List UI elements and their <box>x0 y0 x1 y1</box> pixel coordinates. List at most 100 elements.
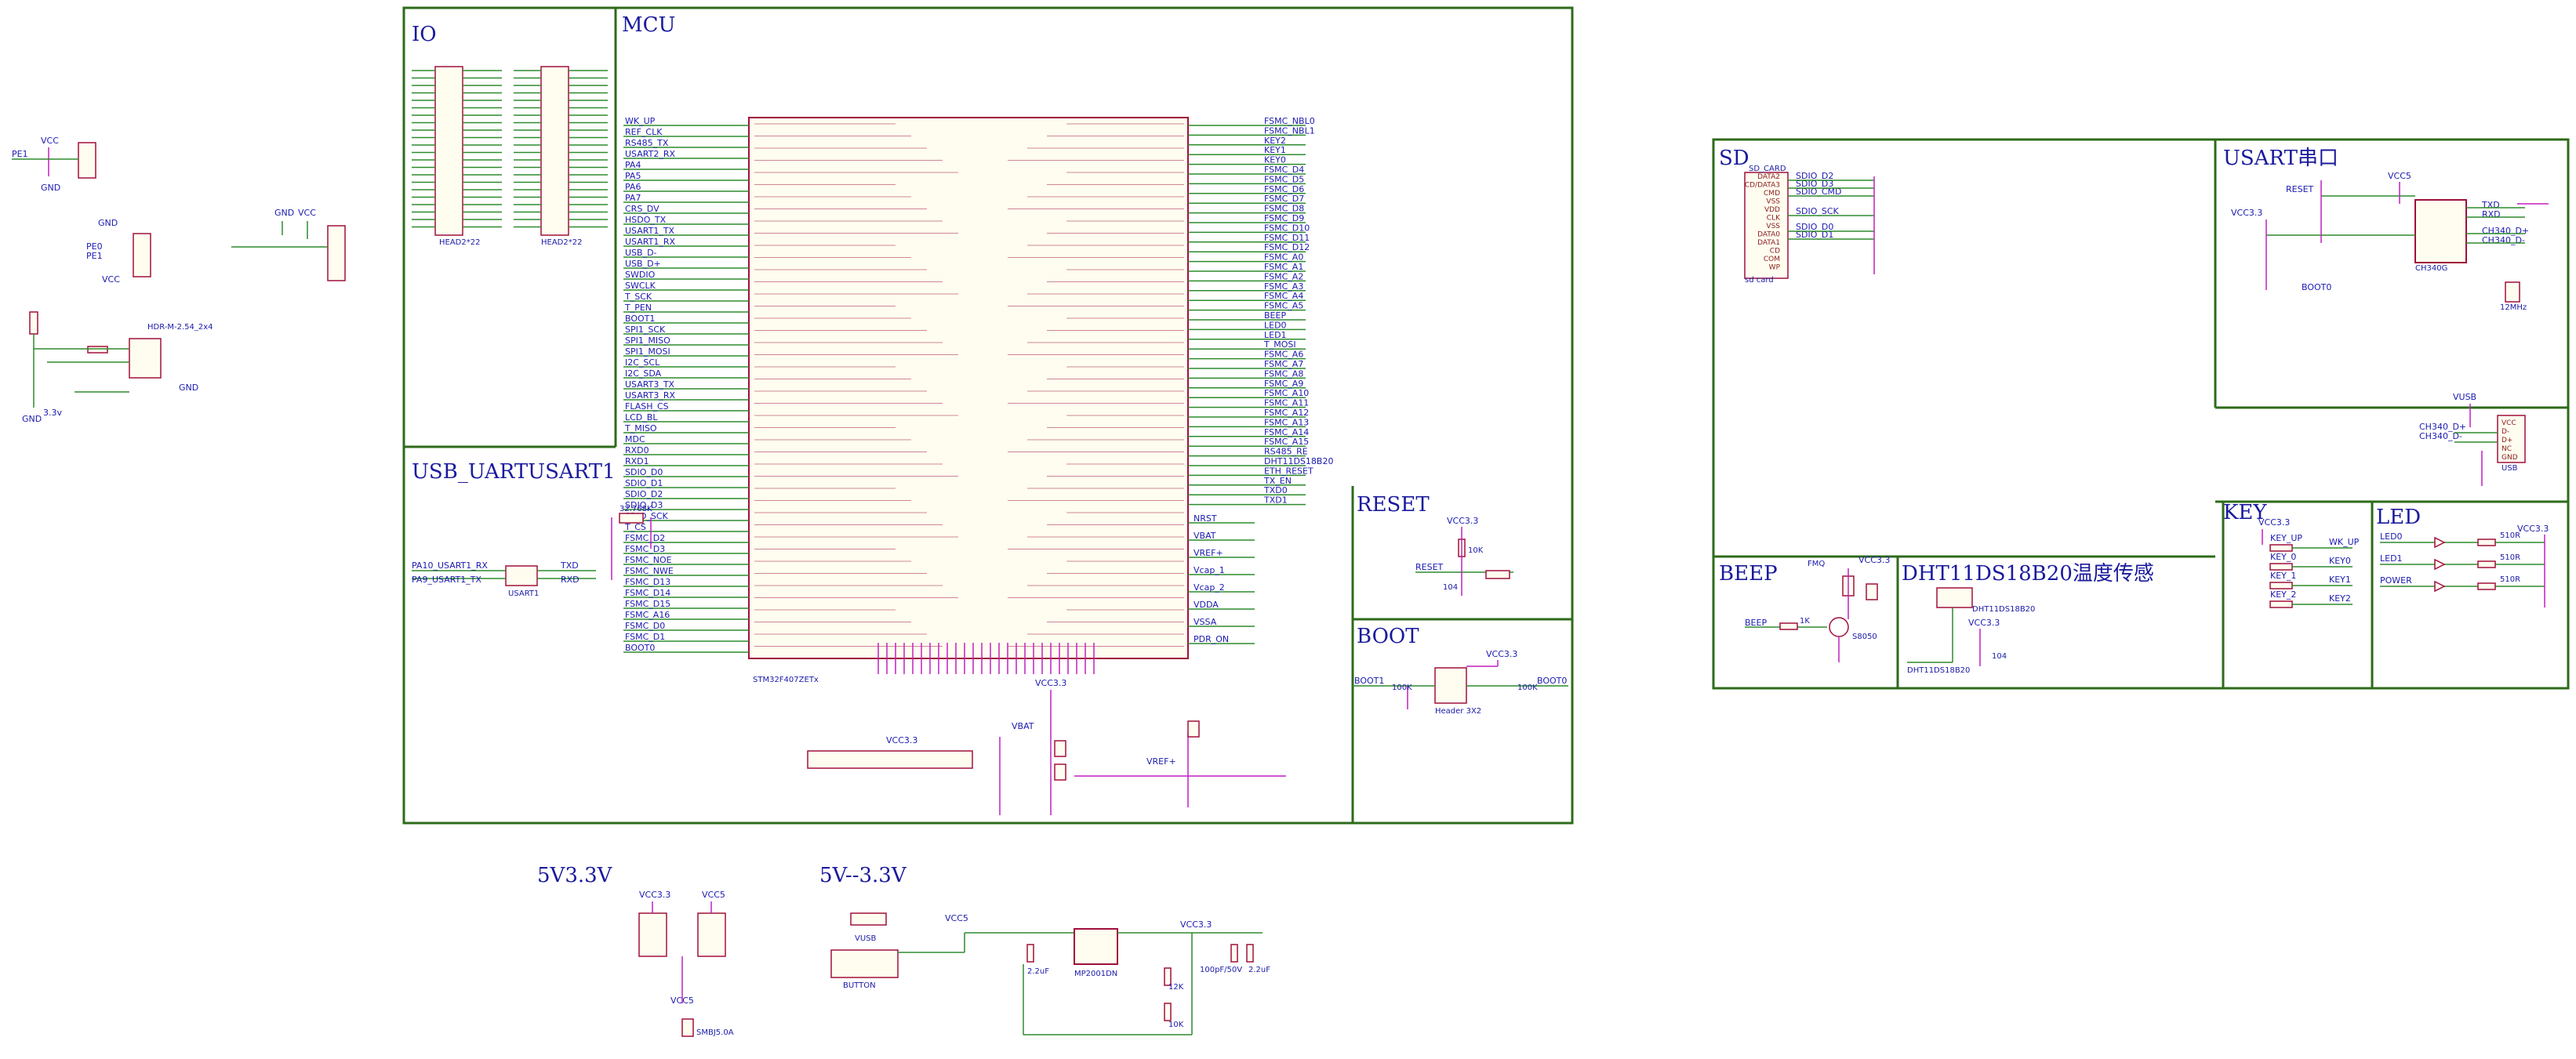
usart-reset-label: RESET <box>2286 184 2314 194</box>
sd-pin-label: CLK <box>1767 215 1781 223</box>
mcu-right-net: FSMC_D11 <box>1264 233 1310 243</box>
pe1-label-2: PE1 <box>86 251 103 261</box>
mcu-right-net: FSMC_A8 <box>1264 368 1303 379</box>
reset-vcc-label: VCC3.3 <box>1447 516 1478 526</box>
boot-part-label: Header 3X2 <box>1435 707 1481 716</box>
dht11-sensor <box>1936 587 1973 608</box>
mcu-left-net: HSDO_TX <box>625 215 667 225</box>
decouple-vcc-label: VCC3.3 <box>886 735 917 745</box>
mcu-left-net: PA5 <box>625 171 641 181</box>
usart1-connector <box>505 565 538 586</box>
mcu-left-net: FSMC_D0 <box>625 621 665 631</box>
ch340-part-label: CH340G <box>2415 264 2447 273</box>
key-switch <box>2269 582 2293 589</box>
mcu-right-net: FSMC_D5 <box>1264 174 1304 184</box>
mcu-right-net: KEY2 <box>1264 136 1286 146</box>
sd-pin-label: VDD <box>1764 206 1780 214</box>
key-switch-label: KEY_1 <box>2270 571 2296 581</box>
jumper-p2 <box>133 233 151 277</box>
mcu-left-net: BOOT0 <box>625 643 655 653</box>
regulator-chip <box>1074 928 1118 965</box>
mcu-left-net: USB_D+ <box>625 259 661 269</box>
mcu-right-net: TXD0 <box>1263 485 1288 495</box>
vcc-label: VCC <box>41 136 59 146</box>
mcu-left-net: SDIO_D2 <box>625 489 663 499</box>
cap-out-1-value: 100pF/50V <box>1200 966 1242 974</box>
mcu-right-net: FSMC_A0 <box>1264 252 1303 263</box>
regulator-label: MP2001DN <box>1074 970 1117 978</box>
mcu-left-net: T_PEN <box>624 303 652 313</box>
beep-vcc-label: VCC3.3 <box>1858 555 1890 565</box>
mcu-right-net: DHT11DS18B20 <box>1264 456 1333 466</box>
mcu-right-net: KEY1 <box>1264 145 1286 155</box>
mcu-power-net: VDDA <box>1194 600 1219 610</box>
mcu-power-net: VREF+ <box>1194 548 1223 558</box>
mcu-right-net: RS485_RE <box>1264 447 1308 457</box>
crystal-label: 32.768K <box>619 505 652 513</box>
mcu-right-net: TXD1 <box>1263 495 1288 506</box>
power-5v-33-block: VUSB BUTTON VCC5 MP2001DN VCC3.3 2.2uF 1… <box>830 912 1270 1035</box>
mcu-part-label: STM32F407ZETx <box>753 676 819 684</box>
mcu-left-net: USART3_RX <box>625 390 675 401</box>
mcu-left-net: FSMC_A16 <box>625 610 670 620</box>
mcu-right-net: FSMC_D7 <box>1264 194 1304 204</box>
mcu-chip <box>748 117 1189 659</box>
led-resistor <box>2477 539 2496 546</box>
header-2x4 <box>129 338 162 379</box>
vusb-label-2: VUSB <box>855 934 877 943</box>
mcu-right-net: FSMC_A2 <box>1264 271 1303 281</box>
mcu-right-net: FSMC_D4 <box>1264 165 1304 175</box>
sd-pin-label: DATA2 <box>1757 173 1780 181</box>
gnd-label-2: GND <box>98 218 118 228</box>
sd-pin-label: DATA0 <box>1757 231 1780 239</box>
sd-part-label: SD_CARD <box>1749 165 1786 173</box>
header-2x4-label: HDR-M-2.54_2x4 <box>147 323 213 332</box>
mcu-left-net: FSMC_D3 <box>625 544 665 554</box>
mcu-left-net: USB_D- <box>625 248 657 258</box>
sd-pin-label: COM <box>1764 256 1780 263</box>
mcu-block: WK_UPREF_CLKRS485_TXUSART2_RXPA4PA5PA6PA… <box>623 116 1333 688</box>
sd-net-label: SDIO_D1 <box>1796 230 1833 240</box>
mcu-left-net: REF_CLK <box>625 127 663 137</box>
sd-card-label: sd card <box>1745 276 1774 285</box>
usb-dminus-label: CH340_D- <box>2419 431 2462 441</box>
reset-cap-value: 104 <box>1443 583 1458 592</box>
key-net-label: KEY2 <box>2329 593 2351 604</box>
usb-pin-label: GND <box>2502 454 2518 462</box>
mcu-left-net: SDIO_D1 <box>625 478 663 488</box>
boot0-label: BOOT0 <box>1537 676 1567 686</box>
usart1-part-label: USART1 <box>508 589 539 598</box>
mcu-left-net: LCD_BL <box>625 412 658 423</box>
key-switch <box>2269 544 2293 552</box>
section-usb-uart-title: USB_UARTUSART1 <box>412 460 616 484</box>
power-button-label: BUTTON <box>843 981 876 990</box>
mcu-left-net: FSMC_D15 <box>625 599 670 609</box>
crystal-32k <box>619 513 644 524</box>
mcu-right-net: ETH_RESET <box>1264 466 1313 476</box>
mcu-right-net: FSMC_A5 <box>1264 301 1303 311</box>
key-net-label: KEY0 <box>2329 556 2351 566</box>
mcu-left-net: FLASH_CS <box>625 401 669 412</box>
sd-block: SD_CARD DATA2CD/DATA3CMDVSSVDDCLKVSSDATA… <box>1744 165 1875 285</box>
usart-vcc33-label: VCC3.3 <box>2231 208 2262 218</box>
sd-pin-label: DATA1 <box>1757 239 1780 247</box>
reset-block: VCC3.3 10K RESET 104 <box>1415 516 1513 596</box>
mcu-right-net: FSMC_D8 <box>1264 204 1304 214</box>
jumper-p1 <box>78 142 96 179</box>
mcu-right-net: FSMC_A10 <box>1264 388 1309 398</box>
mcu-right-net: FSMC_D9 <box>1264 213 1304 223</box>
reg-vcc5-label: VCC5 <box>945 913 968 923</box>
mcu-left-net: RXD0 <box>625 445 649 455</box>
usart1-tx-label: PA9_USART1_TX <box>412 575 481 585</box>
3v3-label: 3.3v <box>43 408 62 418</box>
pwr-vcc33-label-1: VCC3.3 <box>639 890 670 900</box>
io-header-2-label: HEAD2*22 <box>541 238 582 247</box>
mcu-left-net: FSMC_D14 <box>625 588 670 598</box>
mcu-left-net: FSMC_NOE <box>625 555 672 565</box>
sd-net-label: SDIO_D2 <box>1796 171 1833 181</box>
io-header-2 <box>540 66 569 236</box>
mcu-right-net: FSMC_D6 <box>1264 184 1304 194</box>
vcc-label-2: VCC <box>102 274 120 285</box>
mcu-left-net: PA7 <box>625 193 641 203</box>
